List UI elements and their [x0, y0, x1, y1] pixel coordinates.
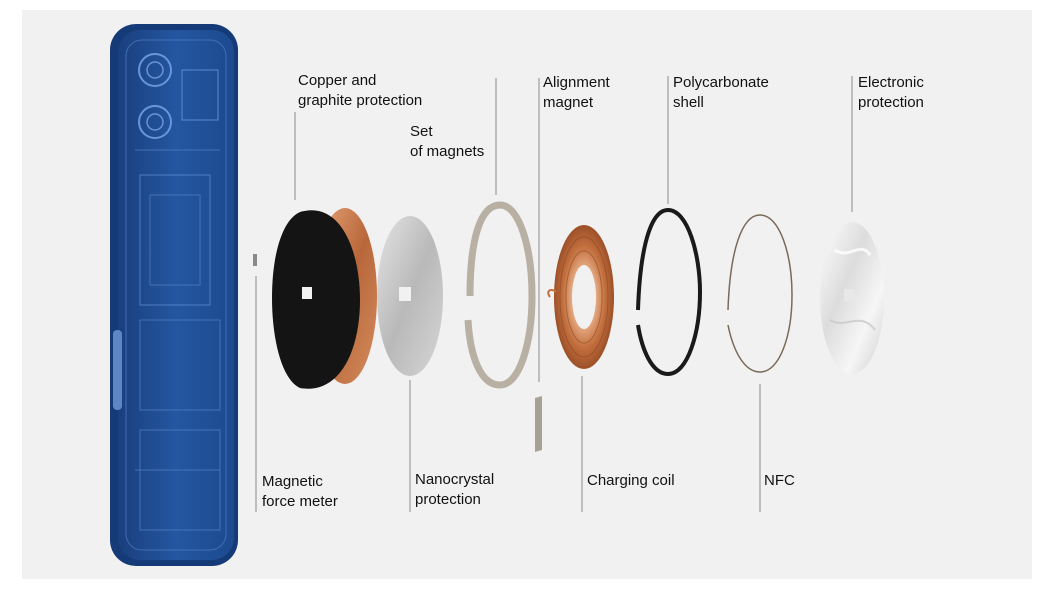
magnetic-force-meter-part — [253, 254, 257, 266]
nfc-ring — [727, 214, 793, 373]
label-charging-coil: Charging coil — [587, 472, 675, 489]
magnet-ring — [464, 201, 536, 389]
leader-lines — [255, 76, 853, 512]
label-set-of-magnets: Set of magnets — [410, 123, 485, 160]
label-magnetic-force-meter: Magnetic force meter — [262, 473, 338, 510]
label-nfc: NFC — [764, 472, 795, 489]
polycarbonate-ring — [636, 207, 703, 377]
label-copper-graphite: Copper and graphite protection — [298, 72, 423, 109]
charging-coil-part — [547, 225, 614, 369]
label-electronic-protection: Electronic protection — [858, 74, 924, 111]
copper-graphite-disc — [272, 208, 377, 389]
nanocrystal-disc — [377, 216, 443, 376]
label-alignment-magnet: Alignment magnet — [543, 74, 610, 111]
alignment-magnet-part — [535, 396, 542, 452]
iphone-body — [110, 24, 238, 566]
electronic-protection-disc — [820, 222, 884, 374]
label-polycarbonate-shell: Polycarbonate shell — [673, 74, 769, 111]
label-nanocrystal-protection: Nanocrystal protection — [415, 471, 495, 508]
